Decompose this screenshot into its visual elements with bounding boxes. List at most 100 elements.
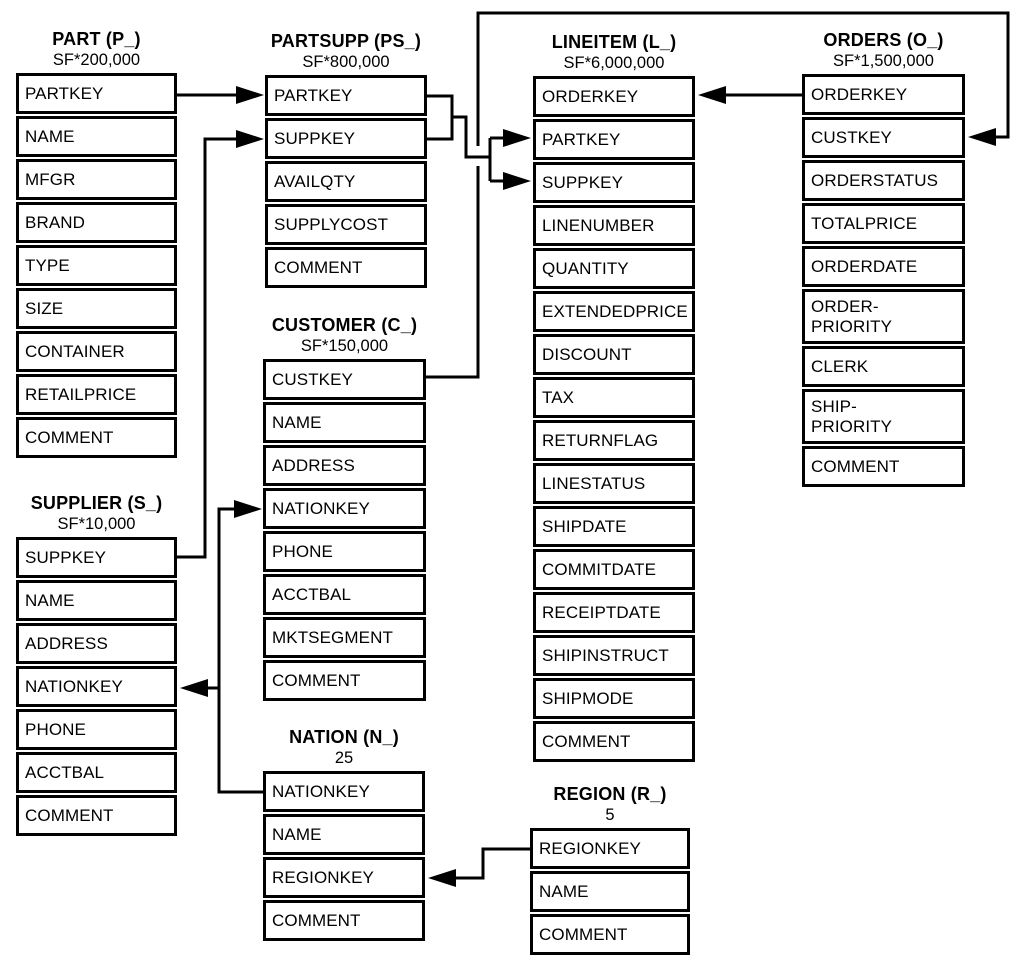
table-row-part-name: NAME	[16, 116, 177, 157]
column-label: CUSTKEY	[811, 127, 892, 147]
table-row-lineitem-partkey: PARTKEY	[533, 119, 695, 160]
table-cardinality: 5	[605, 806, 615, 824]
column-label: ACCTBAL	[25, 762, 105, 782]
table-row-supplier-nationkey: NATIONKEY	[16, 666, 177, 707]
table-row-customer-name: NAME	[263, 402, 426, 443]
arrowhead-right	[236, 86, 264, 104]
column-label: ADDRESS	[272, 455, 355, 475]
column-label: SIZE	[25, 298, 64, 318]
table-title: SUPPLIER (S_)	[30, 493, 163, 513]
table-row-supplier-name: NAME	[16, 580, 177, 621]
table-row-region-comment: COMMENT	[530, 914, 690, 955]
column-label: QUANTITY	[542, 258, 629, 278]
column-label: RETAILPRICE	[25, 384, 137, 404]
table-rows: ORDERKEY CUSTKEY ORDERSTATUS TOTALPRICE ORDE…	[802, 74, 965, 487]
column-label: EXTENDEDPRICE	[542, 301, 688, 321]
column-label: NATIONKEY	[272, 781, 370, 801]
table-cardinality: SF*200,000	[52, 51, 141, 69]
connector-nation-customer	[217, 500, 263, 794]
table-row-supplier-suppkey: SUPPKEY	[16, 537, 177, 578]
table-row-partsupp-comment: COMMENT	[265, 247, 427, 288]
column-label: SHIPINSTRUCT	[542, 645, 669, 665]
column-label: COMMENT	[542, 731, 631, 751]
table-row-part-comment: COMMENT	[16, 417, 177, 458]
table-row-nation-name: NAME	[263, 814, 425, 855]
column-label: COMMENT	[272, 670, 361, 690]
connector-partsupp-lineitem	[427, 94, 531, 190]
table-row-lineitem-comment: COMMENT	[533, 721, 695, 762]
table-row-orders-comment: COMMENT	[802, 446, 965, 487]
column-label: RECEIPTDATE	[542, 602, 661, 622]
arrowhead-left	[428, 869, 456, 887]
column-label: COMMENT	[539, 924, 628, 944]
table-row-lineitem-discount: DISCOUNT	[533, 334, 695, 375]
table-row-part-retailprice: RETAILPRICE	[16, 374, 177, 415]
table-row-lineitem-quantity: QUANTITY	[533, 248, 695, 289]
arrowhead-left	[180, 679, 208, 697]
connector-nation-supplier	[180, 679, 219, 697]
table-row-customer-address: ADDRESS	[263, 445, 426, 486]
column-label: TOTALPRICE	[811, 213, 918, 233]
table-row-part-size: SIZE	[16, 288, 177, 329]
column-label: SHIPDATE	[542, 516, 627, 536]
column-label: BRAND	[25, 212, 86, 232]
table-row-partsupp-suppkey: SUPPKEY	[265, 118, 427, 159]
connector-supplier-partsupp	[177, 130, 264, 559]
arrowhead-right	[503, 129, 531, 147]
table-row-region-regionkey: REGIONKEY	[530, 828, 690, 869]
table-row-customer-comment: COMMENT	[263, 660, 426, 701]
column-label: NAME	[272, 824, 322, 844]
table-row-customer-nationkey: NATIONKEY	[263, 488, 426, 529]
connector-part-partsupp	[177, 86, 264, 104]
table-cardinality: SF*800,000	[302, 53, 390, 71]
table-title: CUSTOMER (C_)	[271, 315, 418, 335]
table-cardinality: SF*10,000	[57, 515, 136, 533]
table-row-partsupp-supplycost: SUPPLYCOST	[265, 204, 427, 245]
arrowhead-left	[698, 86, 726, 104]
table-row-orders-order-priority: ORDER-PRIORITY	[802, 289, 965, 344]
table-row-lineitem-receiptdate: RECEIPTDATE	[533, 592, 695, 633]
table-cardinality: SF*150,000	[300, 337, 389, 355]
column-label: NAME	[25, 590, 75, 610]
table-row-orders-orderstatus: ORDERSTATUS	[802, 160, 965, 201]
column-label: DISCOUNT	[542, 344, 632, 364]
table-row-nation-nationkey: NATIONKEY	[263, 771, 425, 812]
table-row-part-container: CONTAINER	[16, 331, 177, 372]
table-row-lineitem-linestatus: LINESTATUS	[533, 463, 695, 504]
column-label: COMMENT	[274, 257, 363, 277]
table-row-orders-ship-priority: SHIP-PRIORITY	[802, 389, 965, 444]
table-row-orders-orderkey: ORDERKEY	[802, 74, 965, 115]
column-label: SHIPMODE	[542, 688, 634, 708]
arrowhead-right	[234, 500, 262, 518]
table-row-partsupp-partkey: PARTKEY	[265, 75, 427, 116]
table-row-customer-mktsegment: MKTSEGMENT	[263, 617, 426, 658]
column-label: CLERK	[811, 356, 869, 376]
column-label: REGIONKEY	[539, 838, 641, 858]
table-row-orders-totalprice: TOTALPRICE	[802, 203, 965, 244]
table-row-lineitem-shipmode: SHIPMODE	[533, 678, 695, 719]
arrowhead-left	[968, 128, 996, 146]
table-cardinality: SF*1,500,000	[833, 52, 934, 70]
column-label: RETURNFLAG	[542, 430, 659, 450]
table-title: REGION (R_)	[553, 784, 667, 804]
column-label: COMMITDATE	[542, 559, 657, 579]
column-label: PHONE	[272, 541, 333, 561]
column-label: PHONE	[25, 719, 86, 739]
table-row-lineitem-linenumber: LINENUMBER	[533, 205, 695, 246]
table-row-lineitem-orderkey: ORDERKEY	[533, 76, 695, 117]
table-title: LINEITEM (L_)	[551, 32, 677, 52]
column-label: PARTKEY	[25, 83, 104, 103]
column-label: NAME	[25, 126, 75, 146]
table-row-supplier-acctbal: ACCTBAL	[16, 752, 177, 793]
column-label: ORDER-PRIORITY	[811, 296, 893, 336]
connector-region-nation	[428, 847, 530, 887]
